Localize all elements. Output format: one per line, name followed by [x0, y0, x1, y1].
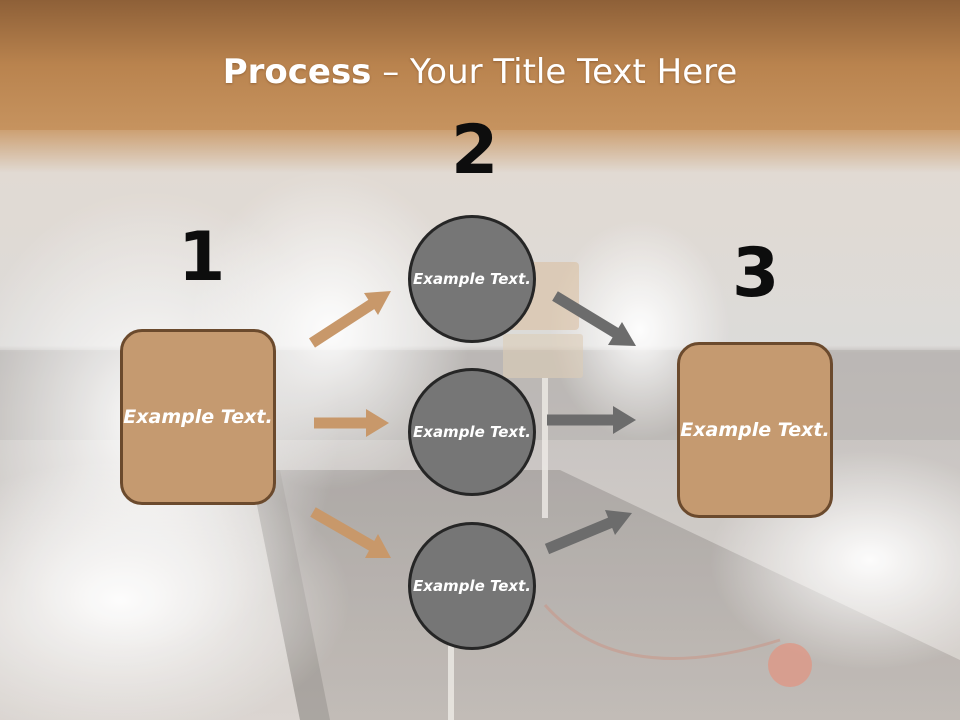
- step-number-1: 1: [178, 218, 226, 297]
- arrow-box1-to-node1: [309, 291, 391, 348]
- arrow-node2-to-box3: [547, 406, 636, 434]
- step-number-2: 2: [451, 111, 499, 190]
- arrow-node1-to-box3: [552, 291, 636, 346]
- node-1-circle[interactable]: Example Text.: [408, 215, 536, 343]
- arrow-box1-to-node3: [310, 507, 391, 558]
- node-2-label: Example Text.: [413, 422, 531, 441]
- step-3-box[interactable]: Example Text.: [677, 342, 833, 518]
- slide-title: Process – Your Title Text Here: [0, 52, 960, 92]
- arrow-box1-to-node2: [314, 409, 389, 437]
- step-1-box[interactable]: Example Text.: [120, 329, 276, 505]
- step-number-3: 3: [732, 234, 780, 313]
- title-bold: Process: [222, 52, 372, 92]
- node-1-label: Example Text.: [413, 269, 531, 288]
- node-2-circle[interactable]: Example Text.: [408, 368, 536, 496]
- arrow-node3-to-box3: [544, 510, 632, 555]
- node-3-circle[interactable]: Example Text.: [408, 522, 536, 650]
- step-1-box-label: Example Text.: [123, 405, 273, 428]
- step-3-box-label: Example Text.: [680, 418, 830, 441]
- title-rest: – Your Title Text Here: [371, 52, 738, 92]
- node-3-label: Example Text.: [413, 576, 531, 595]
